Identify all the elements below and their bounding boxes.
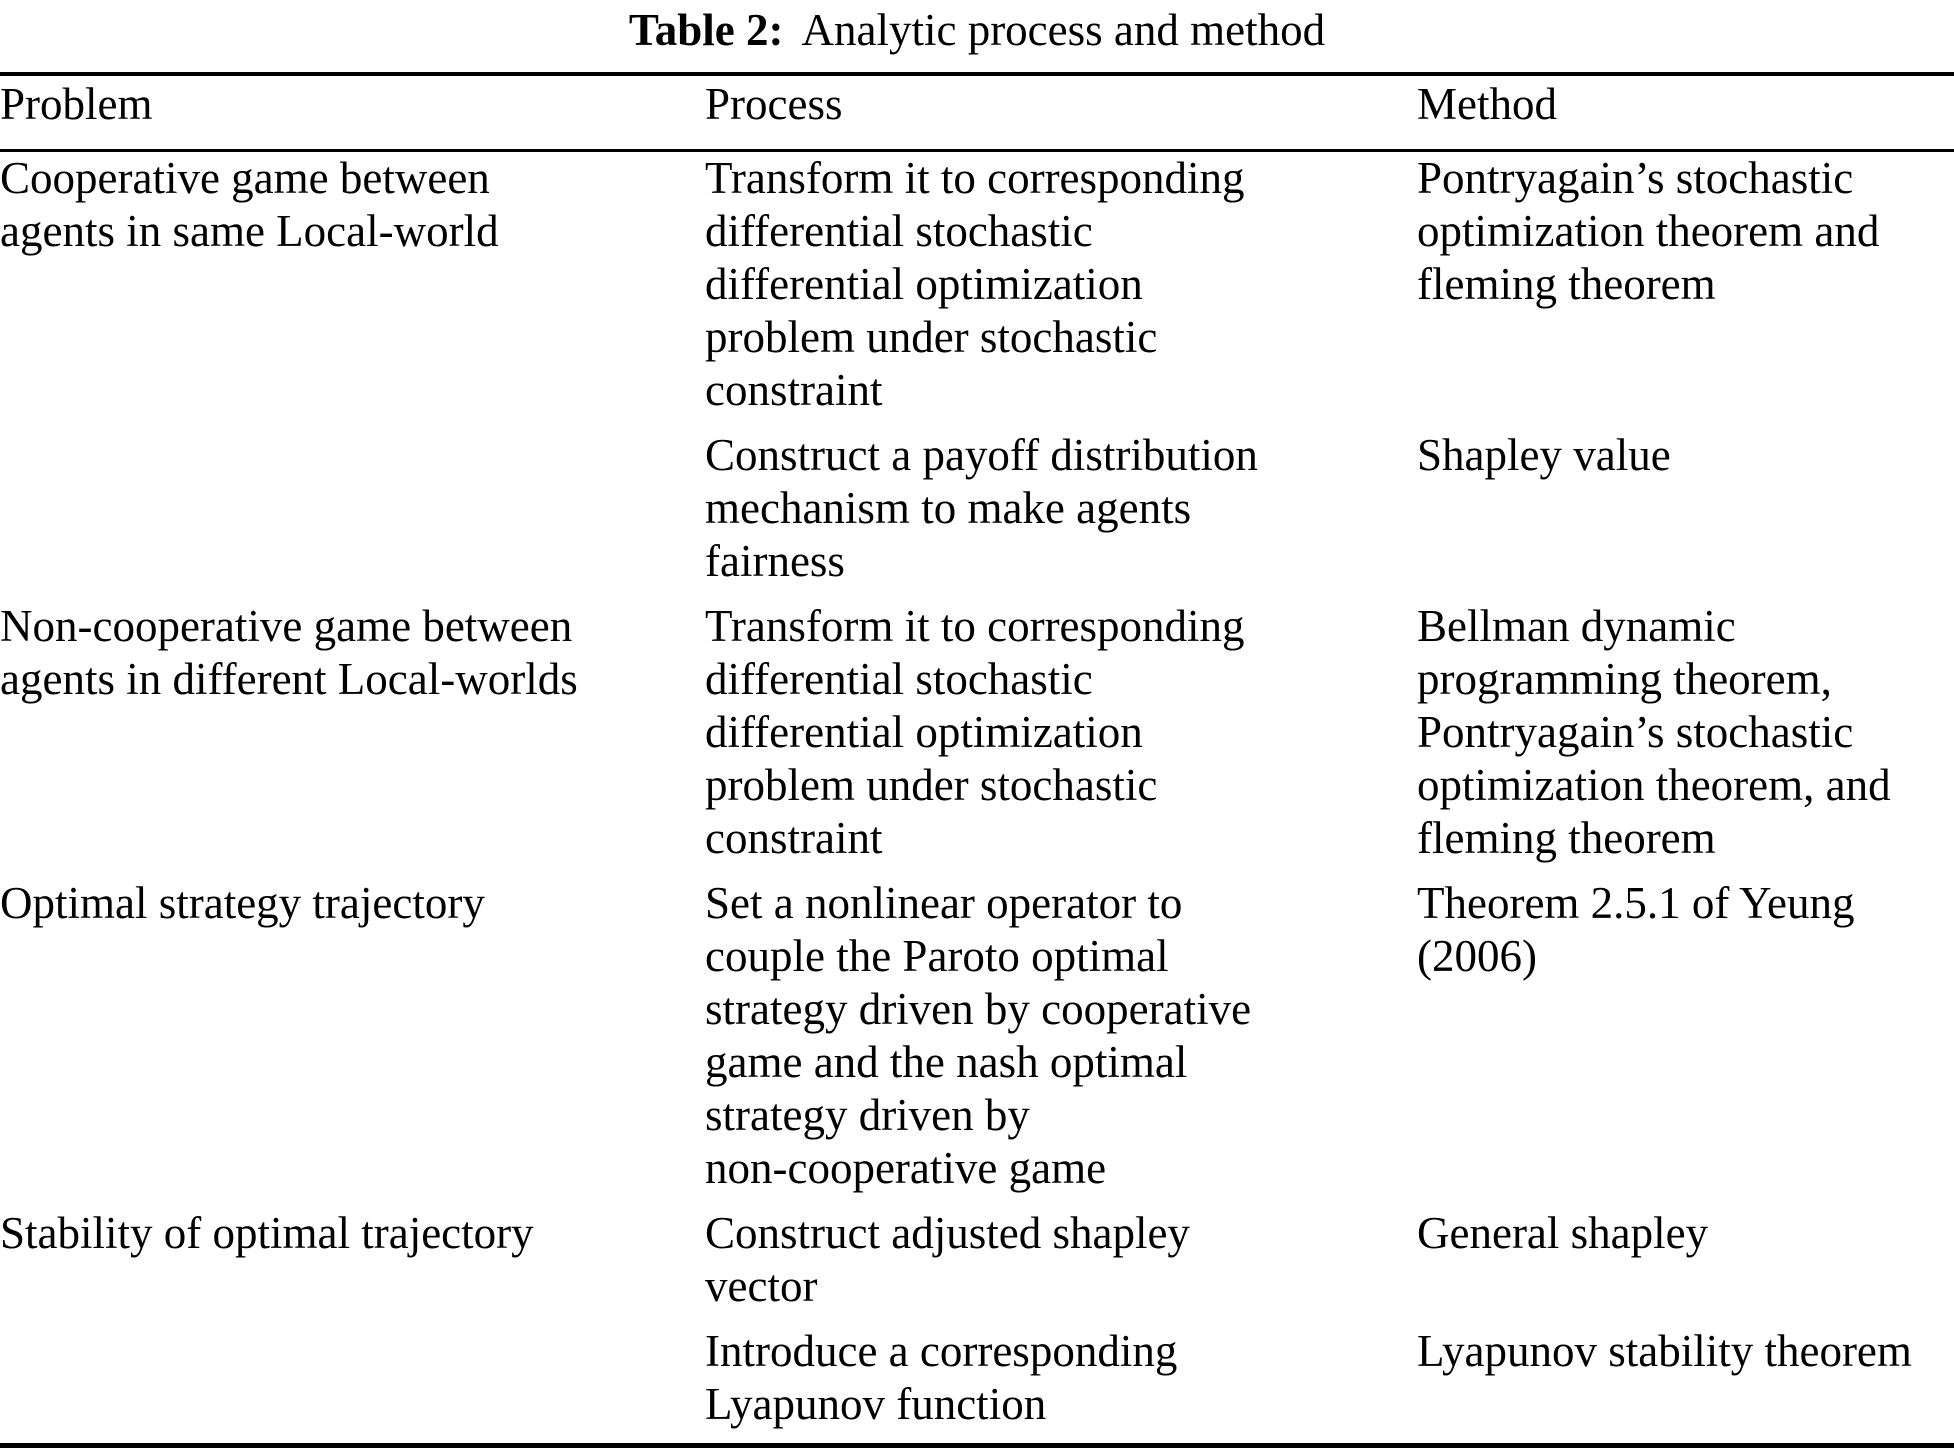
cell-process: Set a nonlinear operator to couple the P…	[705, 878, 1252, 1193]
analytic-process-method-table: Problem Process Method Cooperative game …	[0, 72, 1954, 1448]
column-header-problem: Problem	[0, 74, 705, 152]
header-row: Problem Process Method	[0, 74, 1954, 152]
column-header-method: Method	[1417, 74, 1954, 152]
column-header-process: Process	[705, 74, 1417, 152]
cell-problem: Cooperative game between agents in same …	[0, 153, 499, 256]
table-row: Optimal strategy trajectory Set a nonlin…	[0, 877, 1954, 1207]
cell-problem	[0, 429, 705, 600]
table-row: Non-cooperative game between agents in d…	[0, 600, 1954, 877]
cell-process: Construct a payoff distribution mechanis…	[705, 430, 1258, 586]
cell-problem: Stability of optimal trajectory	[0, 1208, 534, 1258]
table-row: Introduce a corresponding Lyapunov funct…	[0, 1325, 1954, 1446]
cell-method: Theorem 2.5.1 of Yeung (2006)	[1417, 878, 1855, 981]
cell-process: Construct adjusted shapley vector	[705, 1208, 1190, 1311]
cell-method: Lyapunov stability theorem	[1417, 1326, 1912, 1376]
cell-process: Introduce a corresponding Lyapunov funct…	[705, 1326, 1178, 1429]
cell-problem: Optimal strategy trajectory	[0, 878, 485, 928]
table-row: Cooperative game between agents in same …	[0, 151, 1954, 430]
table-caption-label: Table 2:	[628, 5, 784, 55]
cell-process: Transform it to corresponding differenti…	[705, 153, 1245, 415]
table-row: Stability of optimal trajectory Construc…	[0, 1207, 1954, 1325]
table-row: Construct a payoff distribution mechanis…	[0, 429, 1954, 600]
cell-process: Transform it to corresponding differenti…	[705, 601, 1245, 863]
cell-method: General shapley	[1417, 1208, 1709, 1258]
cell-method: Shapley value	[1417, 430, 1671, 480]
cell-method: Pontryagain’s stochastic optimization th…	[1417, 153, 1880, 309]
cell-problem: Non-cooperative game between agents in d…	[0, 601, 578, 704]
cell-problem	[0, 1325, 705, 1446]
cell-method: Bellman dynamic programming theorem, Pon…	[1417, 601, 1891, 863]
table-caption: Table 2: Analytic process and method	[0, 0, 1954, 72]
table-caption-text: Analytic process and method	[801, 5, 1326, 55]
